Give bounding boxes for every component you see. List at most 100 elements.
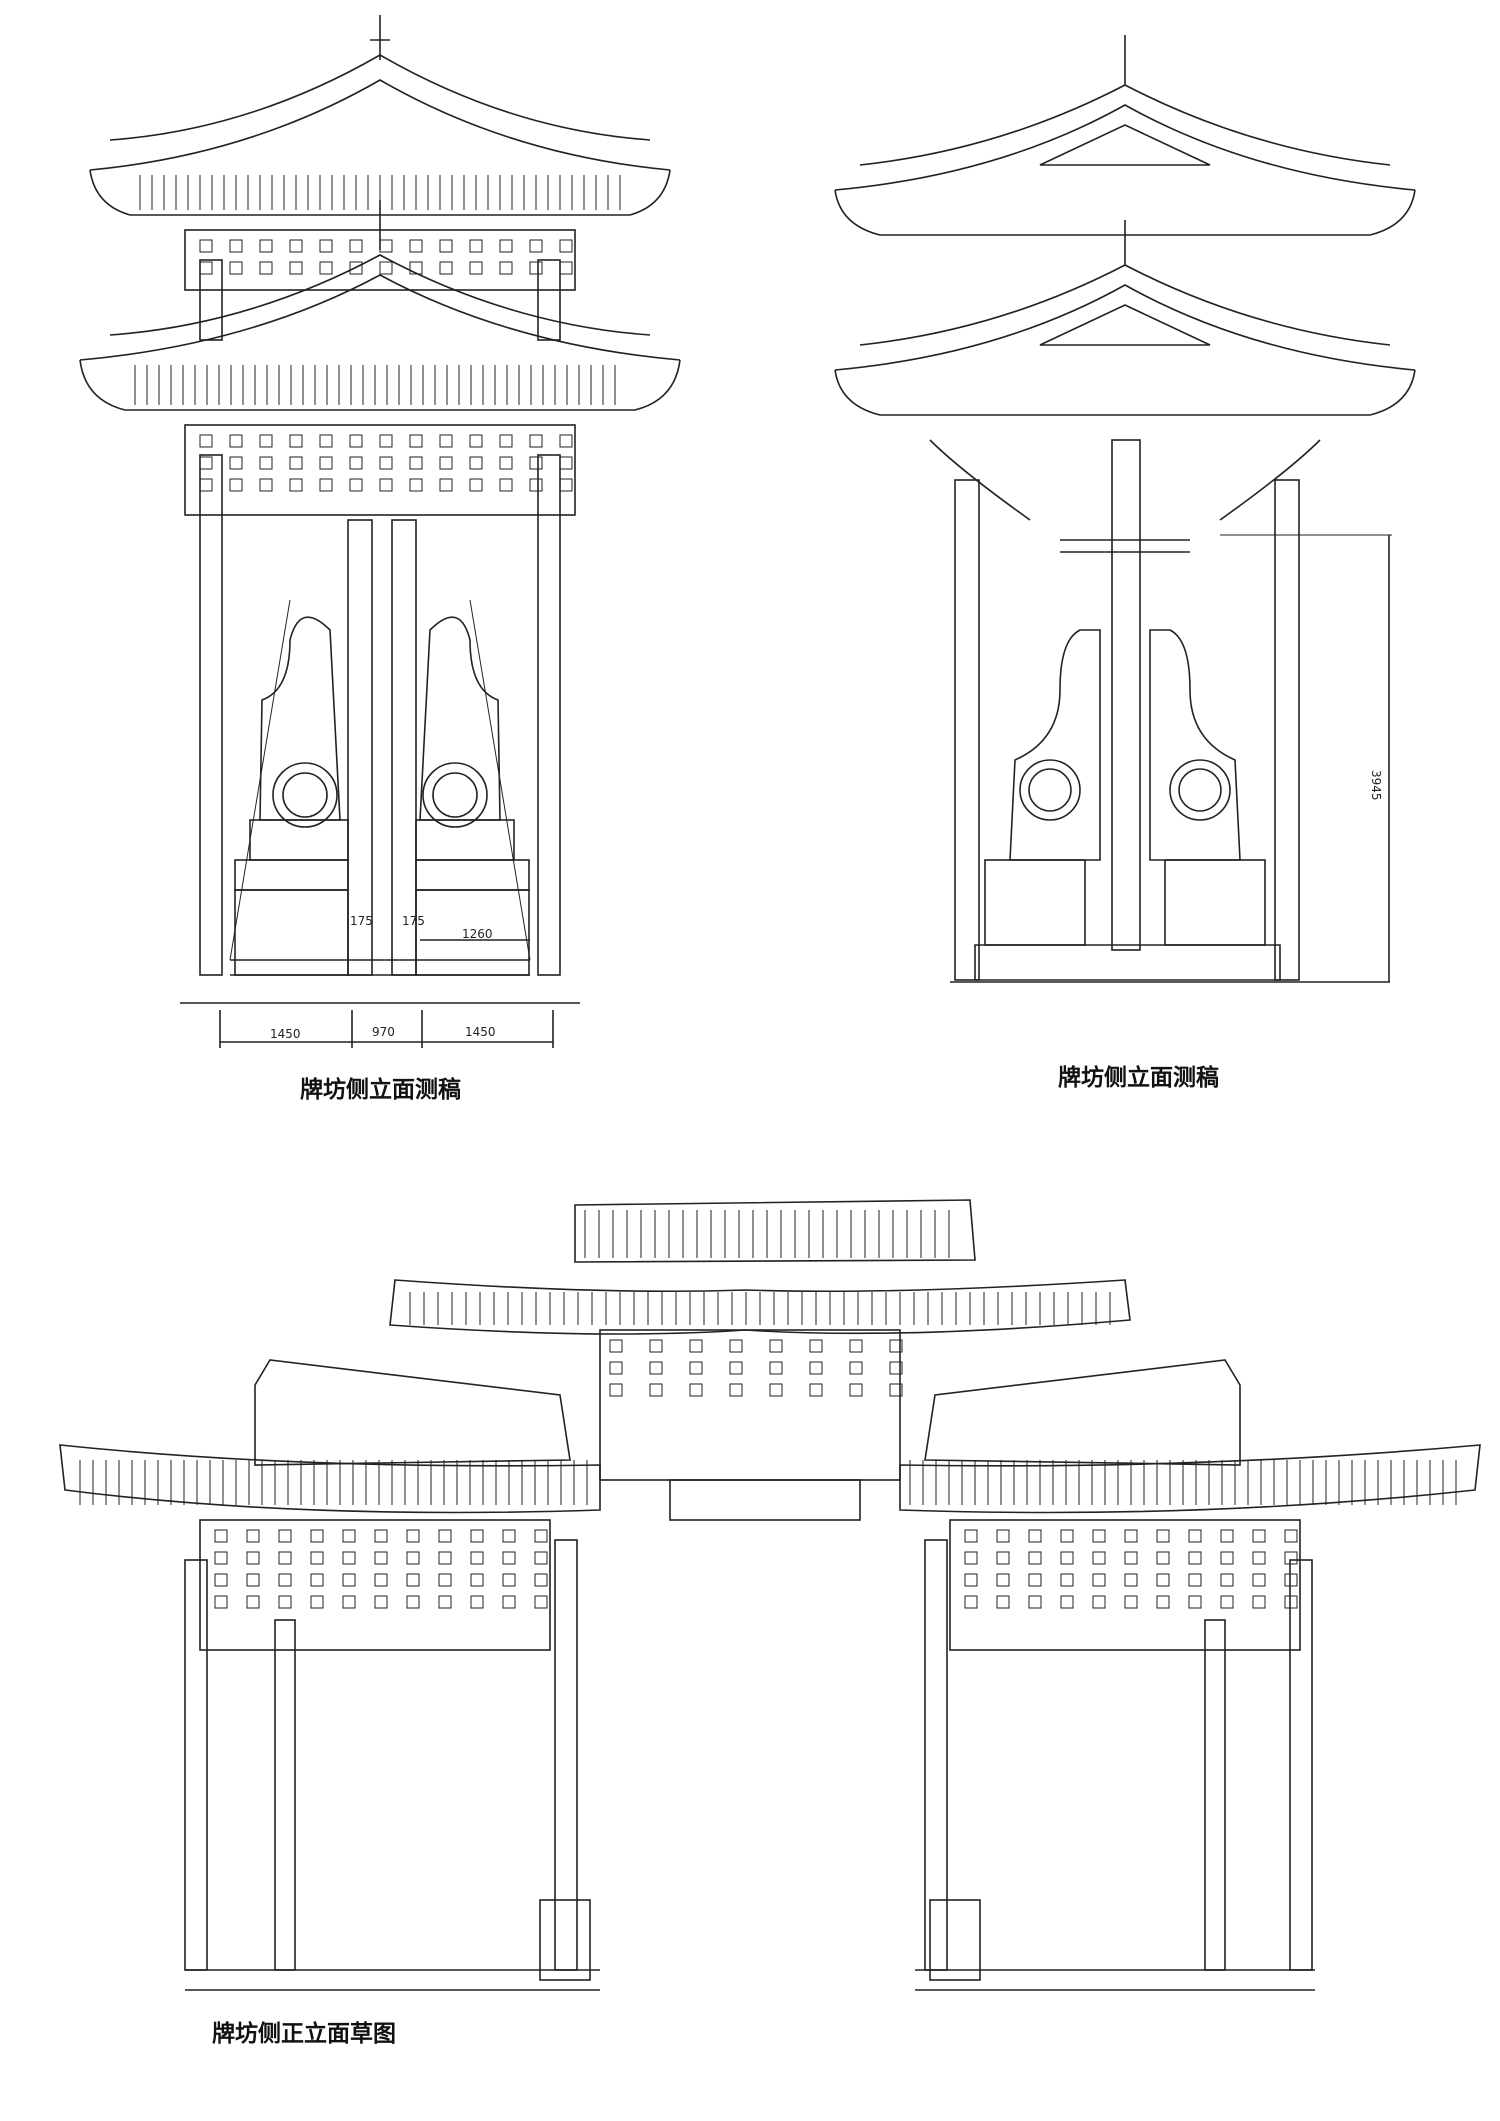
bracket — [406, 1529, 420, 1543]
bracket — [439, 261, 453, 275]
caption-front-elevation: 牌坊侧正立面草图 — [212, 2021, 396, 2047]
bracket — [809, 1339, 823, 1353]
bracket — [199, 478, 213, 492]
bracket — [278, 1529, 292, 1543]
bracket — [996, 1595, 1010, 1609]
bracket — [406, 1595, 420, 1609]
bracket — [1060, 1595, 1074, 1609]
bracket — [996, 1529, 1010, 1543]
bracket — [470, 1529, 484, 1543]
bracket — [278, 1551, 292, 1565]
bracket — [1124, 1573, 1138, 1587]
bracket — [534, 1573, 548, 1587]
bracket — [609, 1339, 623, 1353]
bracket — [502, 1595, 516, 1609]
bracket — [439, 239, 453, 253]
bracket — [289, 434, 303, 448]
bracket — [1220, 1551, 1234, 1565]
bracket — [559, 434, 573, 448]
bracket — [342, 1573, 356, 1587]
bracket — [1252, 1573, 1266, 1587]
bracket — [996, 1551, 1010, 1565]
bracket — [409, 261, 423, 275]
bracket — [469, 239, 483, 253]
bracket — [529, 456, 543, 470]
bracket — [529, 261, 543, 275]
bracket — [438, 1595, 452, 1609]
bracket — [534, 1595, 548, 1609]
bracket — [1284, 1595, 1298, 1609]
bracket — [689, 1339, 703, 1353]
bracket — [214, 1551, 228, 1565]
bracket — [379, 434, 393, 448]
bracket — [964, 1551, 978, 1565]
bracket — [214, 1573, 228, 1587]
bracket — [1220, 1529, 1234, 1543]
bracket — [470, 1573, 484, 1587]
bracket — [409, 239, 423, 253]
bracket — [964, 1573, 978, 1587]
dim-bay-center: 970 — [372, 1025, 395, 1039]
bracket — [1252, 1595, 1266, 1609]
bracket — [469, 478, 483, 492]
bracket — [609, 1383, 623, 1397]
bracket — [259, 434, 273, 448]
bracket — [439, 478, 453, 492]
bracket — [499, 261, 513, 275]
bracket — [769, 1383, 783, 1397]
bracket — [289, 239, 303, 253]
bracket — [729, 1361, 743, 1375]
bracket — [529, 434, 543, 448]
bracket — [1028, 1595, 1042, 1609]
bracket — [1028, 1529, 1042, 1543]
bracket — [1124, 1595, 1138, 1609]
bracket — [259, 456, 273, 470]
bracket — [1028, 1551, 1042, 1565]
bracket — [502, 1529, 516, 1543]
bracket — [849, 1339, 863, 1353]
bracket — [470, 1551, 484, 1565]
bracket — [319, 434, 333, 448]
bracket — [246, 1573, 260, 1587]
bracket — [1028, 1573, 1042, 1587]
bracket — [214, 1529, 228, 1543]
bracket — [649, 1339, 663, 1353]
bracket — [559, 261, 573, 275]
bracket — [349, 478, 363, 492]
bracket — [379, 261, 393, 275]
dim-height: 3945 — [1369, 770, 1383, 801]
bracket — [689, 1383, 703, 1397]
bracket — [278, 1573, 292, 1587]
bracket — [559, 478, 573, 492]
bracket — [529, 239, 543, 253]
bracket — [289, 261, 303, 275]
bracket — [1092, 1529, 1106, 1543]
bracket — [1156, 1595, 1170, 1609]
bracket — [349, 261, 363, 275]
side-elevation-measured-left: 1450 970 1450 175 175 1260 — [79, 15, 681, 1048]
bracket — [409, 434, 423, 448]
bracket — [1092, 1573, 1106, 1587]
bracket — [199, 434, 213, 448]
bracket — [374, 1529, 388, 1543]
bracket — [1252, 1551, 1266, 1565]
bracket — [319, 456, 333, 470]
bracket — [214, 1595, 228, 1609]
bracket — [374, 1573, 388, 1587]
bracket — [438, 1573, 452, 1587]
bracket — [310, 1551, 324, 1565]
bracket — [964, 1529, 978, 1543]
bracket — [502, 1573, 516, 1587]
bracket — [246, 1595, 260, 1609]
bracket — [809, 1383, 823, 1397]
dim-bay-left: 1450 — [270, 1027, 301, 1041]
bracket — [229, 456, 243, 470]
dim-base-width: 1260 — [462, 927, 493, 941]
bracket — [406, 1573, 420, 1587]
side-elevation-measured-right: 3945 — [834, 35, 1416, 983]
bracket — [499, 434, 513, 448]
bracket — [609, 1361, 623, 1375]
bracket — [849, 1361, 863, 1375]
dim-post-right: 175 — [402, 914, 425, 928]
